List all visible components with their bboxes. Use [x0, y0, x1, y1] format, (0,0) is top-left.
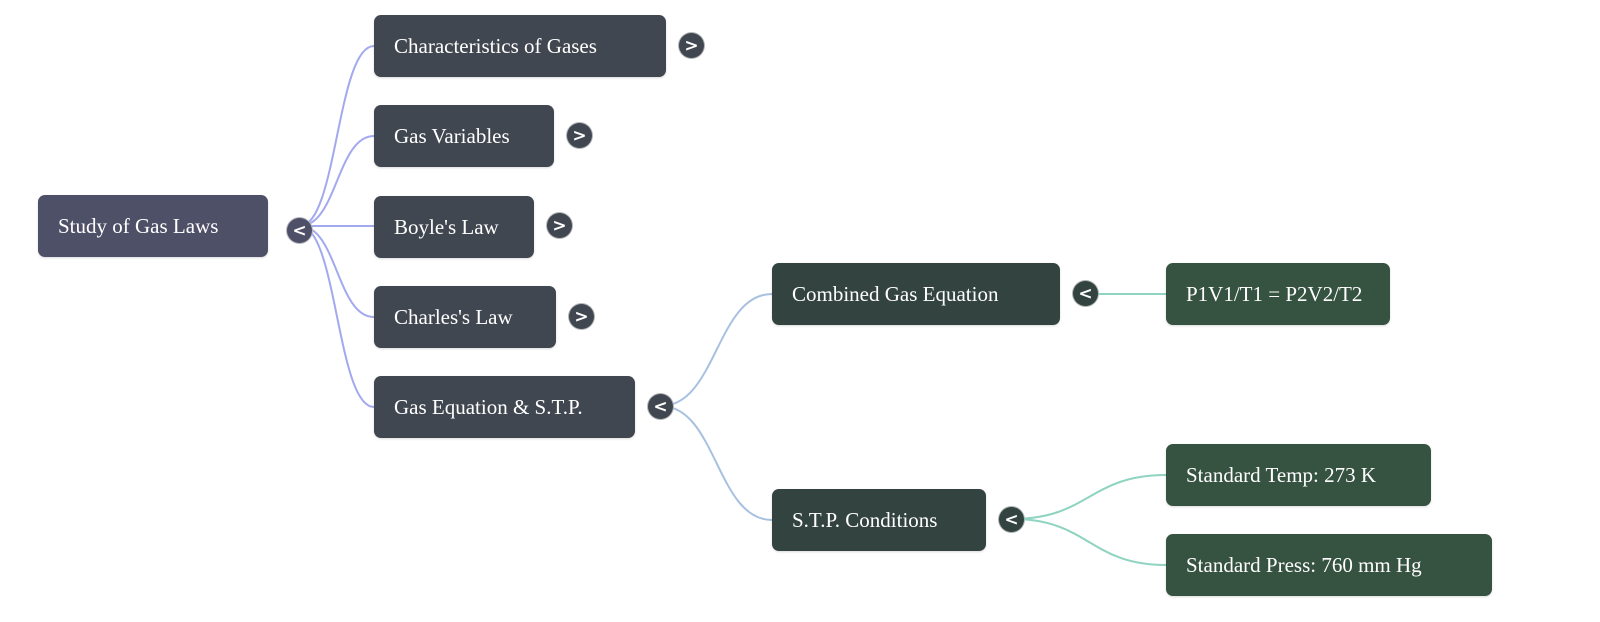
node-boyles-law[interactable]: Boyle's Law [374, 196, 534, 258]
node-combined-gas-equation[interactable]: Combined Gas Equation [772, 263, 1060, 325]
node-gas-equation-stp[interactable]: Gas Equation & S.T.P. [374, 376, 635, 438]
link-gas-equation-combined [660, 293, 773, 407]
node-root[interactable]: Study of Gas Laws [38, 195, 268, 257]
node-stp-conditions[interactable]: S.T.P. Conditions [772, 489, 986, 551]
node-label: Combined Gas Equation [792, 282, 999, 306]
node-label: S.T.P. Conditions [792, 508, 938, 532]
collapse-toggle-gas-equation-stp[interactable]: < [647, 393, 674, 420]
node-label: Standard Temp: 273 K [1186, 463, 1377, 487]
node-label: Standard Press: 760 mm Hg [1186, 553, 1422, 577]
node-combined-gas-formula[interactable]: P1V1/T1 = P2V2/T2 [1166, 263, 1390, 325]
expand-toggle-boyles-law[interactable]: > [546, 212, 573, 239]
node-charles-law[interactable]: Charles's Law [374, 286, 556, 348]
link-gas-equation-stp [660, 405, 773, 521]
node-standard-temp[interactable]: Standard Temp: 273 K [1166, 444, 1431, 506]
collapse-toggle-combined-gas-equation[interactable]: < [1072, 280, 1099, 307]
link-root-gas-equation [299, 225, 375, 408]
node-label: Gas Variables [394, 124, 510, 148]
expand-toggle-charles-law[interactable]: > [568, 303, 595, 330]
node-label: P1V1/T1 = P2V2/T2 [1186, 282, 1363, 306]
expand-toggle-gas-variables[interactable]: > [566, 122, 593, 149]
link-root-characteristics [299, 45, 375, 227]
link-stp-temp [1011, 474, 1167, 520]
link-stp-press [1011, 518, 1167, 566]
link-root-charles-law [299, 225, 375, 318]
node-label: Study of Gas Laws [58, 214, 219, 238]
node-label: Gas Equation & S.T.P. [394, 395, 583, 419]
node-standard-press[interactable]: Standard Press: 760 mm Hg [1166, 534, 1492, 596]
node-label: Boyle's Law [394, 215, 499, 239]
node-label: Charles's Law [394, 305, 513, 329]
link-root-gas-variables [299, 135, 375, 227]
expand-toggle-characteristics-of-gases[interactable]: > [678, 32, 705, 59]
node-gas-variables[interactable]: Gas Variables [374, 105, 554, 167]
node-characteristics-of-gases[interactable]: Characteristics of Gases [374, 15, 666, 77]
collapse-toggle-root[interactable]: < [286, 217, 313, 244]
node-label: Characteristics of Gases [394, 34, 597, 58]
collapse-toggle-stp-conditions[interactable]: < [998, 506, 1025, 533]
